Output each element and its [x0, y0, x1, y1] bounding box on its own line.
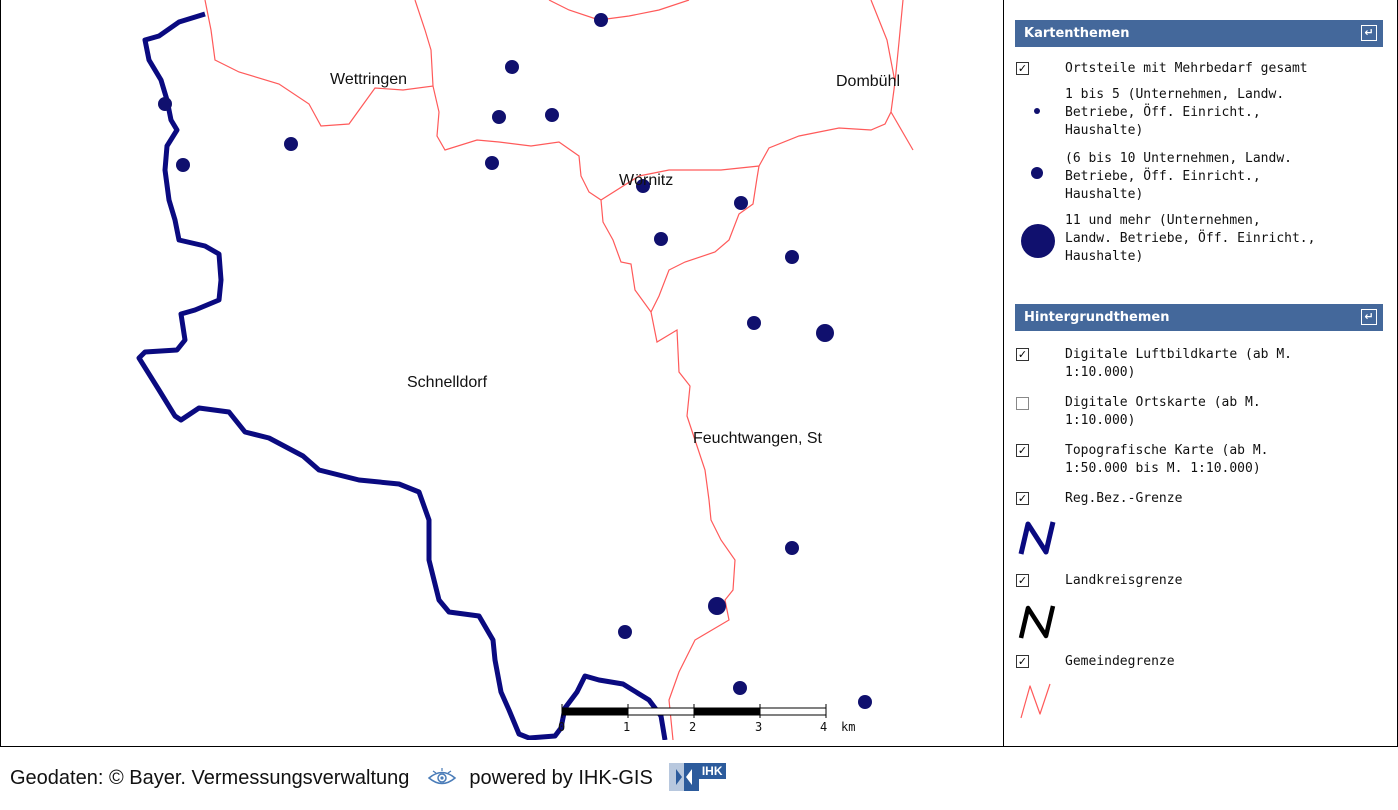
gemeinde-boundary	[870, 0, 896, 83]
map-point[interactable]	[733, 681, 747, 695]
legend-label-1-bis-5: 1 bis 5 (Unternehmen, Landw. Betriebe, Ö…	[1065, 87, 1285, 138]
scale-tick-2: 2	[689, 720, 696, 734]
landkreis-line-icon	[1018, 605, 1056, 639]
gemeinde-boundary	[548, 0, 690, 21]
return-icon[interactable]: ↵	[1361, 309, 1377, 325]
place-label-schnelldorf: Schnelldorf	[407, 374, 488, 391]
map-point[interactable]	[545, 108, 559, 122]
geodaten-credit: Geodaten: © Bayer. Vermessungsverwaltung	[10, 766, 410, 789]
checkbox-landkreisgrenze[interactable]: ✓	[1016, 574, 1029, 587]
map-canvas[interactable]: Wettringen Dombühl Wörnitz Schnelldorf F…	[9, 0, 1003, 740]
place-label-wettringen: Wettringen	[330, 71, 407, 88]
place-label-dombuehl: Dombühl	[836, 73, 900, 90]
legend-label-ortsteile-gesamt: Ortsteile mit Mehrbedarf gesamt	[1065, 61, 1308, 76]
gemeinde-boundary	[204, 0, 736, 740]
large-dot-icon	[1021, 224, 1055, 258]
legend-label-topografische-karte: Topografische Karte (ab M. 1:50.000 bis …	[1065, 443, 1269, 476]
gemeinde-boundaries	[204, 0, 914, 740]
hintergrundthemen-title: Hintergrundthemen	[1024, 310, 1170, 325]
scale-unit: km	[841, 720, 855, 734]
legend-label-ortskarte: Digitale Ortskarte (ab M. 1:10.000)	[1065, 395, 1261, 428]
ortsteile-points	[158, 13, 872, 709]
medium-dot-icon	[1031, 167, 1043, 179]
map-point[interactable]	[785, 250, 799, 264]
checkbox-ortsteile-gesamt[interactable]: ✓	[1016, 62, 1029, 75]
small-dot-icon	[1034, 108, 1040, 114]
map-point[interactable]	[594, 13, 608, 27]
ihk-logo[interactable]: IHK	[668, 763, 726, 793]
legend-label-regbez-grenze: Reg.Bez.-Grenze	[1065, 491, 1183, 506]
map-point[interactable]	[636, 179, 650, 193]
kartenthemen-header[interactable]: Kartenthemen ↵	[1015, 20, 1383, 47]
scale-tick-4: 4	[820, 720, 827, 734]
regbez-boundary	[136, 11, 668, 740]
gemeinde-boundary	[890, 111, 914, 151]
regbez-line-icon	[1018, 521, 1056, 555]
scale-tick-0: 0	[558, 720, 565, 734]
powered-by-label: powered by IHK-GIS	[469, 766, 653, 789]
map-point[interactable]	[485, 156, 499, 170]
map-point[interactable]	[284, 137, 298, 151]
map-point[interactable]	[654, 232, 668, 246]
legend-label-11-und-mehr: 11 und mehr (Unternehmen, Landw. Betrieb…	[1065, 213, 1316, 264]
map-point[interactable]	[158, 97, 172, 111]
checkbox-luftbildkarte[interactable]: ✓	[1016, 348, 1029, 361]
legend-label-gemeindegrenze: Gemeindegrenze	[1065, 654, 1175, 669]
map-point[interactable]	[618, 625, 632, 639]
panel-divider	[1003, 0, 1004, 746]
map-point[interactable]	[747, 316, 761, 330]
gemeinde-boundary	[600, 111, 892, 201]
return-icon[interactable]: ↵	[1361, 25, 1377, 41]
ihk-logo-mark-icon	[668, 763, 699, 791]
map-point[interactable]	[734, 196, 748, 210]
checkbox-topografische-karte[interactable]: ✓	[1016, 444, 1029, 457]
legend-label-luftbildkarte: Digitale Luftbildkarte (ab M. 1:10.000)	[1065, 347, 1292, 380]
map-point[interactable]	[858, 695, 872, 709]
gemeinde-line-icon	[1020, 683, 1051, 719]
hintergrundthemen-header[interactable]: Hintergrundthemen ↵	[1015, 304, 1383, 331]
gemeinde-boundary	[650, 165, 760, 313]
scale-tick-3: 3	[755, 720, 762, 734]
checkbox-gemeindegrenze[interactable]: ✓	[1016, 655, 1029, 668]
kartenthemen-title: Kartenthemen	[1024, 26, 1130, 41]
map-point[interactable]	[816, 324, 834, 342]
map-point[interactable]	[505, 60, 519, 74]
gemeinde-boundary	[414, 0, 434, 87]
scale-tick-1: 1	[623, 720, 630, 734]
place-label-feuchtwangen: Feuchtwangen, St	[693, 430, 823, 447]
footer: Geodaten: © Bayer. Vermessungsverwaltung…	[10, 762, 726, 794]
map-point[interactable]	[708, 597, 726, 615]
checkbox-regbez-grenze[interactable]: ✓	[1016, 492, 1029, 505]
map-point[interactable]	[492, 110, 506, 124]
ihk-logo-text: IHK	[698, 763, 726, 779]
gemeinde-boundary	[890, 0, 904, 113]
map-point[interactable]	[176, 158, 190, 172]
checkbox-ortskarte[interactable]	[1016, 397, 1029, 410]
map-view[interactable]: Wettringen Dombühl Wörnitz Schnelldorf F…	[9, 0, 1003, 740]
legend-label-landkreisgrenze: Landkreisgrenze	[1065, 573, 1183, 588]
place-label-woernitz: Wörnitz	[619, 172, 673, 189]
eye-icon[interactable]	[427, 766, 457, 790]
legend-label-6-bis-10: (6 bis 10 Unternehmen, Landw. Betriebe, …	[1065, 151, 1292, 202]
map-point[interactable]	[785, 541, 799, 555]
scale-bar: 0 1 2 3 4 km	[558, 704, 855, 734]
